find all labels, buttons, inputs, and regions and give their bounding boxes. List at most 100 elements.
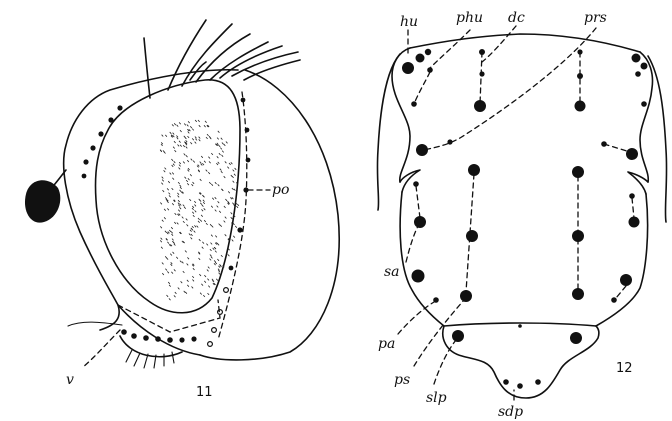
- eye-facet-stipple: [207, 270, 209, 272]
- eye-facet-stipple: [209, 161, 211, 163]
- eye-facet-stipple: [183, 162, 185, 164]
- eye-facet-stipple: [199, 199, 201, 201]
- eye-facet-stipple: [235, 168, 237, 170]
- eye-facet-stipple: [205, 121, 207, 123]
- eye-facet-stipple: [171, 262, 173, 264]
- posthumeral-bristles: [411, 67, 647, 107]
- eye-facet-stipple: [213, 248, 215, 250]
- eye-facet-stipple: [168, 181, 170, 183]
- eye-facet-stipple: [190, 126, 192, 128]
- eye-facet-stipple: [217, 156, 219, 158]
- thorax-right-outer: [648, 56, 667, 222]
- eye-facet-stipple: [181, 281, 183, 283]
- eye-facet-stipple: [183, 205, 185, 207]
- eye-facet-stipple: [171, 234, 173, 236]
- supraalar-bristles: [412, 181, 640, 286]
- eye-facet-stipple: [195, 139, 197, 141]
- eye-facet-stipple: [161, 238, 163, 240]
- eye-facet-stipple: [221, 171, 223, 173]
- eye-facet-stipple: [211, 153, 213, 155]
- eye-facet-stipple: [208, 157, 210, 159]
- eye-facet-stipple: [185, 177, 187, 179]
- eye-facet-stipple: [232, 203, 234, 205]
- eye-facet-stipple: [171, 272, 173, 274]
- eye-facet-stipple: [191, 237, 193, 239]
- eye-facet-stipple: [164, 170, 166, 172]
- eye-facet-stipple: [172, 203, 174, 205]
- eye-facet-stipple: [167, 188, 169, 190]
- eye-facet-stipple: [193, 182, 195, 184]
- eye-facet-stipple: [232, 240, 234, 242]
- eye-facet-stipple: [198, 218, 200, 220]
- eye-facet-stipple: [201, 164, 203, 166]
- eye-facet-stipple: [192, 129, 194, 131]
- eye-facet-stipple: [176, 257, 178, 259]
- eye-facet-stipple: [207, 279, 209, 281]
- dorsocentral-bristles: [460, 49, 586, 302]
- eye-facet-stipple: [173, 147, 175, 149]
- eye-facet-stipple: [165, 168, 167, 170]
- eye-facet-stipple: [200, 220, 202, 222]
- eye-facet-stipple: [214, 260, 216, 262]
- eye-facet-stipple: [180, 190, 182, 192]
- eye-facet-stipple: [167, 271, 169, 273]
- eye-facet-stipple: [187, 285, 189, 287]
- eye-facet-stipple: [187, 224, 189, 226]
- eye-facet-stipple: [231, 162, 233, 164]
- eye-facet-stipple: [201, 284, 203, 286]
- eye-facet-stipple: [178, 203, 180, 205]
- eye-facet-stipple: [174, 141, 176, 143]
- eye-facet-stipple: [218, 270, 220, 272]
- eye-facet-stipple: [161, 142, 163, 144]
- eye-facet-stipple: [194, 201, 196, 203]
- eye-facet-stipple: [207, 134, 209, 136]
- eye-facet-stipple: [202, 205, 204, 207]
- pa-right-line: [616, 286, 626, 298]
- eye-facet-stipple: [216, 279, 218, 281]
- eye-facet-stipple: [172, 124, 174, 126]
- eye-facet-stipple: [211, 235, 213, 237]
- eye-facet-stipple: [165, 269, 167, 271]
- scutellar-bristles: [452, 330, 582, 389]
- dc-leader: [482, 26, 516, 62]
- eye-facet-stipple: [171, 159, 173, 161]
- eye-facet-stipple: [215, 262, 217, 264]
- eye-facet-stipple: [225, 234, 227, 236]
- eye-facet-stipple: [172, 239, 174, 241]
- figure-11-head: po v 11: [25, 20, 339, 400]
- slp-leader: [434, 340, 456, 384]
- eye-facet-stipple: [220, 169, 222, 171]
- eye-facet-stipple: [169, 193, 171, 195]
- eye-facet-stipple: [178, 182, 180, 184]
- eye-facet-stipple: [178, 196, 180, 198]
- eye-facet-stipple: [225, 217, 227, 219]
- eye-facet-stipple: [232, 188, 234, 190]
- thorax-top-edge: [410, 34, 640, 52]
- eye-facet-stipple: [178, 200, 180, 202]
- eye-facet-stipple: [229, 163, 231, 165]
- eye-facet-stipple: [162, 220, 164, 222]
- eye-facet-stipple: [215, 251, 217, 253]
- eye-facet-stipple: [190, 174, 192, 176]
- eye-facet-stipple: [176, 136, 178, 138]
- eye-facet-stipple: [222, 151, 224, 153]
- eye-facet-stipple: [178, 210, 180, 212]
- thorax-lower-right: [596, 194, 648, 326]
- eye-facet-stipple: [179, 122, 181, 124]
- eye-facet-stipple: [203, 295, 205, 297]
- eye-facet-stipple: [162, 263, 164, 265]
- eye-facet-stipple: [218, 269, 220, 271]
- eye-facet-stipple: [188, 136, 190, 138]
- eye-facet-stipple: [218, 184, 220, 186]
- eye-facet-stipple: [174, 295, 176, 297]
- eye-facet-stipple: [224, 144, 226, 146]
- eye-facet-stipple: [184, 291, 186, 293]
- eye-facet-stipple: [224, 221, 226, 223]
- eye-facet-stipple: [183, 221, 185, 223]
- eye-facet-stipple: [188, 168, 190, 170]
- posthumeral-connector: [414, 72, 430, 104]
- eye-facet-stipple: [193, 268, 195, 270]
- eye-facet-stipple: [208, 172, 210, 174]
- eye-facet-stipple: [206, 223, 208, 225]
- eye-stipple: [160, 120, 239, 300]
